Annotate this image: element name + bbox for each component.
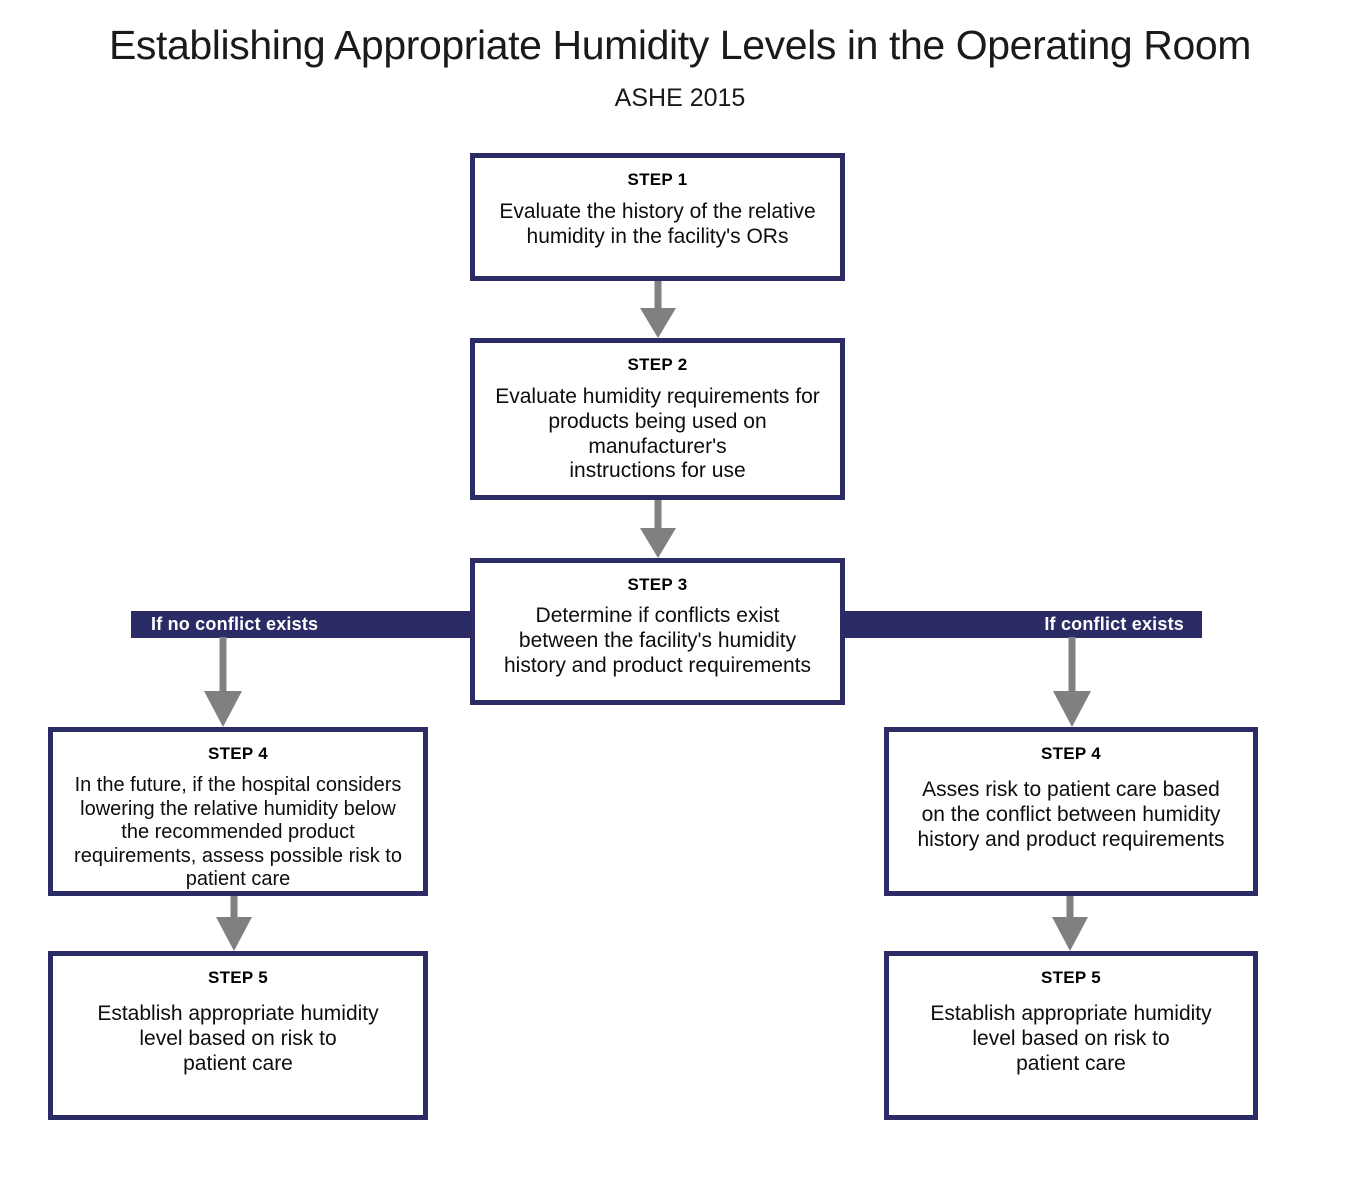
arrow-down-icon bbox=[1043, 896, 1097, 951]
step-4-left-label: STEP 4 bbox=[207, 744, 269, 763]
step-5-left-label: STEP 5 bbox=[207, 968, 269, 987]
arrow-head bbox=[216, 917, 252, 951]
arrow-head bbox=[204, 691, 242, 727]
step-1-label: STEP 1 bbox=[627, 170, 688, 189]
arrow-down-icon bbox=[631, 281, 685, 338]
arrow-stem bbox=[654, 500, 662, 529]
arrow-head bbox=[1053, 691, 1091, 727]
arrow-down-icon bbox=[207, 896, 261, 951]
step-5-right-text: Establish appropriate humidity level bas… bbox=[930, 1002, 1212, 1075]
step-4-right-label: STEP 4 bbox=[1040, 744, 1102, 763]
arrow-head bbox=[640, 308, 676, 338]
step-2-box: STEP 2 Evaluate humidity requirements fo… bbox=[470, 338, 845, 500]
step-2-label: STEP 2 bbox=[627, 355, 688, 374]
arrow-down-icon bbox=[1045, 637, 1099, 727]
step-2-text: Evaluate humidity requirements for produ… bbox=[495, 385, 820, 483]
page-subtitle: ASHE 2015 bbox=[614, 84, 746, 112]
arrow-down-icon bbox=[196, 637, 250, 727]
arrow-stem bbox=[1068, 637, 1076, 692]
step-5-left-text: Establish appropriate humidity level bas… bbox=[97, 1002, 379, 1075]
step-1-text: Evaluate the history of the relative hum… bbox=[499, 200, 816, 248]
arrow-stem bbox=[1066, 896, 1074, 918]
step-4-left-text: In the future, if the hospital considers… bbox=[74, 774, 402, 890]
step-3-text: Determine if conflicts exist between the… bbox=[504, 604, 811, 677]
step-5-right-label: STEP 5 bbox=[1040, 968, 1102, 987]
arrow-stem bbox=[230, 896, 238, 918]
arrow-head bbox=[1052, 917, 1088, 951]
arrow-stem bbox=[654, 281, 662, 309]
step-5-right-box: STEP 5 Establish appropriate humidity le… bbox=[884, 951, 1258, 1120]
step-4-right-box: STEP 4 Asses risk to patient care based … bbox=[884, 727, 1258, 896]
step-3-label: STEP 3 bbox=[627, 575, 688, 594]
arrow-head bbox=[640, 528, 676, 558]
step-1-box: STEP 1 Evaluate the history of the relat… bbox=[470, 153, 845, 281]
step-4-right-text: Asses risk to patient care based on the … bbox=[917, 778, 1225, 851]
arrow-stem bbox=[219, 637, 227, 692]
step-3-box: STEP 3 Determine if conflicts exist betw… bbox=[470, 558, 845, 705]
step-5-left-box: STEP 5 Establish appropriate humidity le… bbox=[48, 951, 428, 1120]
arrow-down-icon bbox=[631, 500, 685, 558]
page-title: Establishing Appropriate Humidity Levels… bbox=[108, 22, 1252, 68]
step-4-left-box: STEP 4 In the future, if the hospital co… bbox=[48, 727, 428, 896]
branch-label-no-conflict: If no conflict exists bbox=[131, 611, 475, 638]
branch-label-conflict: If conflict exists bbox=[842, 611, 1202, 638]
